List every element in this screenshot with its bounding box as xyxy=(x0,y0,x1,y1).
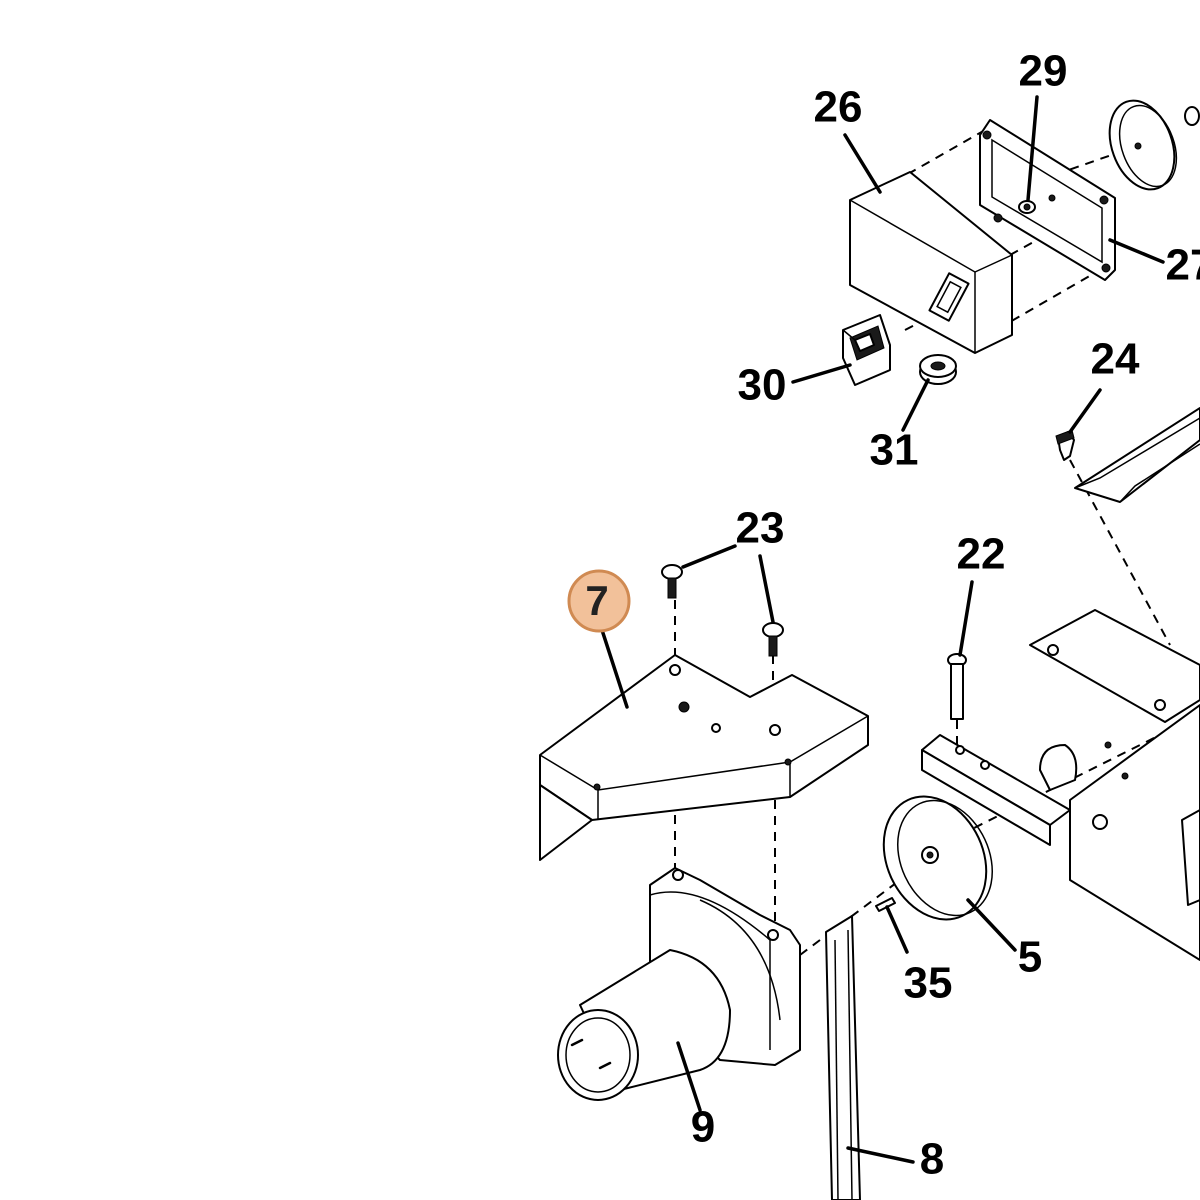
callout-22: 22 xyxy=(957,530,1006,579)
callout-23: 23 xyxy=(736,504,785,553)
grommet-part xyxy=(919,354,957,385)
motor-part xyxy=(557,867,801,1101)
long-bolt-part xyxy=(947,653,967,720)
callout-24: 24 xyxy=(1091,335,1140,384)
control-box-part xyxy=(849,171,1013,354)
cover-screw-part xyxy=(1018,200,1036,214)
callout-5: 5 xyxy=(1018,933,1042,982)
callout-8: 8 xyxy=(920,1135,944,1184)
callout-27: 27 xyxy=(1166,241,1200,290)
highlighted-callout-7[interactable]: 7 xyxy=(567,569,631,633)
cover-plate-part xyxy=(979,119,1116,281)
frame-assembly-part xyxy=(921,609,1200,961)
highlight-circle xyxy=(567,569,631,633)
callout-30: 30 xyxy=(738,361,787,410)
callout-31: 31 xyxy=(870,426,919,475)
upper-disc-part xyxy=(1108,99,1200,191)
large-disc-part xyxy=(882,795,994,921)
key-part xyxy=(875,897,896,912)
callout-26: 26 xyxy=(814,83,863,132)
callout-labels: 26 29 27 30 31 24 23 22 5 35 9 8 xyxy=(691,47,1200,1184)
callout-9: 9 xyxy=(691,1103,715,1152)
callout-7: 7 xyxy=(585,577,608,624)
callout-35: 35 xyxy=(904,959,953,1008)
housing-plate-part xyxy=(539,654,869,861)
callout-29: 29 xyxy=(1019,47,1068,96)
rocker-switch-part xyxy=(842,314,891,386)
leader-lines xyxy=(600,95,1165,1164)
channel-rail-part xyxy=(1055,407,1200,503)
vertical-bar-part xyxy=(825,915,861,1200)
housing-screws-part xyxy=(661,564,784,657)
